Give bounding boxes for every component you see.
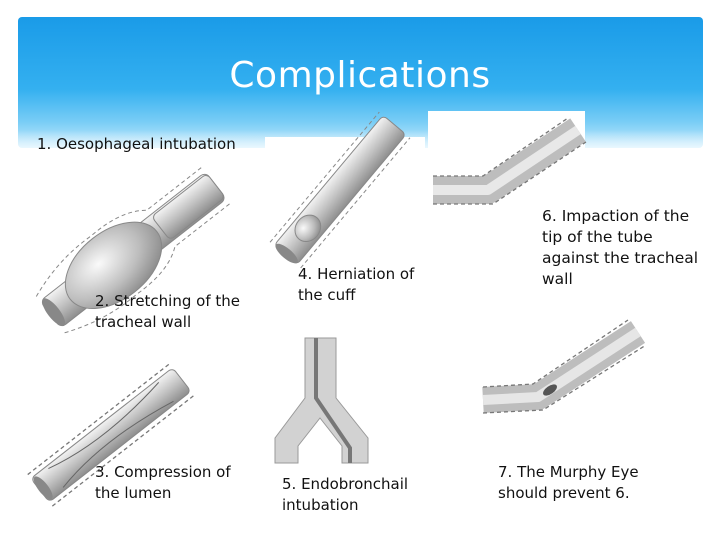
tube-compression-illustration xyxy=(27,363,195,507)
caption-endobronchial: 5. Endobronchail intubation xyxy=(282,475,409,514)
caption-stretching: 2. Stretching of the tracheal wall xyxy=(95,292,240,331)
caption-murphy-eye: 7. The Murphy Eye should prevent 6. xyxy=(498,463,639,502)
caption-oesophageal-intubation: 1. Oesophageal intubation xyxy=(37,135,236,153)
tube-endobronchial-illustration xyxy=(274,337,369,464)
caption-impaction: 6. Impaction of the tip of the tube agai… xyxy=(542,207,699,288)
tube-impaction-illustration xyxy=(433,117,587,205)
tube-herniation-illustration xyxy=(269,111,411,269)
slide-title: Complications xyxy=(229,55,491,96)
caption-herniation: 4. Herniation of the cuff xyxy=(298,265,415,304)
tube-stretching-illustration xyxy=(35,166,231,334)
tube-murphy-eye-illustration xyxy=(482,319,647,414)
title-banner xyxy=(18,17,703,148)
caption-compression: 3. Compression of the lumen xyxy=(95,463,231,502)
